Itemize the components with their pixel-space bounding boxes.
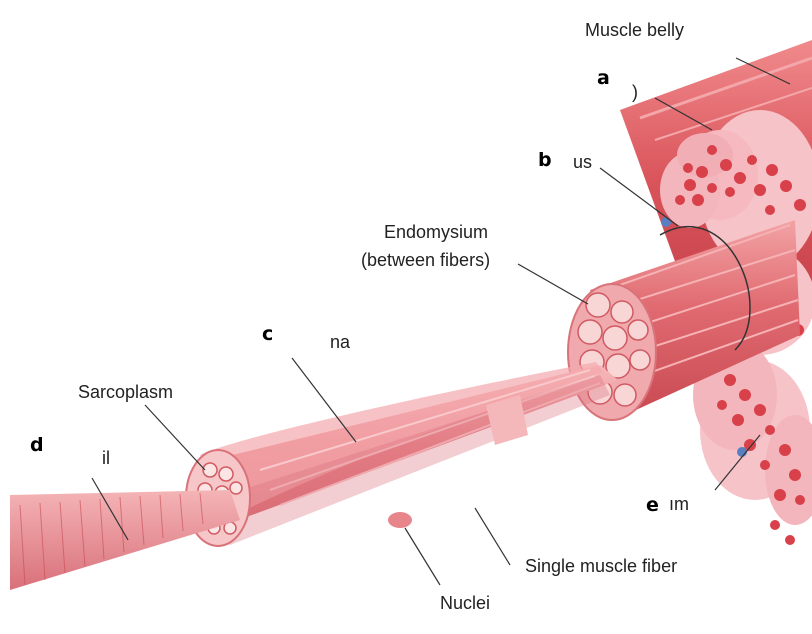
label-endomysium: Endomysium [384, 222, 488, 243]
letter-c: c [262, 323, 273, 345]
fragment-e: ım [669, 494, 689, 515]
muscle-fiber [186, 362, 618, 546]
fragment-c: na [330, 332, 350, 353]
label-endomysium-sub: (between fibers) [361, 250, 490, 271]
label-sarcoplasm: Sarcoplasm [78, 382, 173, 403]
label-muscle-belly: Muscle belly [585, 20, 684, 41]
fragment-d: il [102, 448, 110, 469]
letter-e: e [646, 494, 659, 516]
label-single-muscle-fiber: Single muscle fiber [525, 556, 677, 577]
fragment-b: us [573, 152, 592, 173]
letter-a: a [597, 67, 610, 89]
label-nuclei: Nuclei [440, 593, 490, 614]
fragment-a: ) [632, 82, 638, 103]
letter-d: d [30, 434, 44, 456]
letter-b: b [538, 149, 552, 171]
